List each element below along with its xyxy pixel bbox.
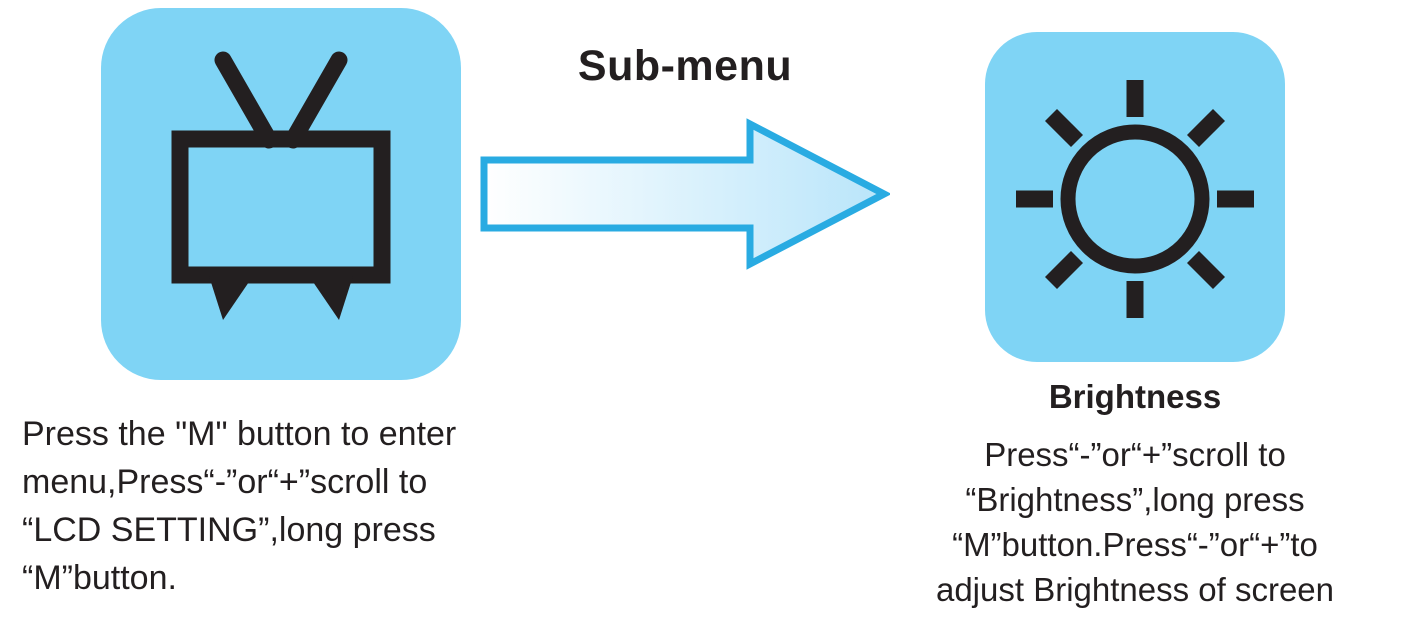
tv-icon bbox=[171, 51, 391, 320]
tv-icon-tile bbox=[101, 8, 461, 380]
brightness-sun-icon bbox=[1016, 80, 1254, 318]
left-instruction-text: Press the "M" button to enter menu,Press… bbox=[22, 415, 457, 597]
arrow-right-icon bbox=[480, 118, 892, 270]
sub-menu-arrow bbox=[478, 118, 892, 270]
sub-menu-label: Sub-menu bbox=[577, 42, 793, 90]
brightness-icon-tile bbox=[985, 32, 1285, 362]
right-instruction-text: Press“-”or“+”scroll to “Brightness”,long… bbox=[935, 436, 1335, 608]
brightness-title: Brightness bbox=[1048, 378, 1222, 415]
